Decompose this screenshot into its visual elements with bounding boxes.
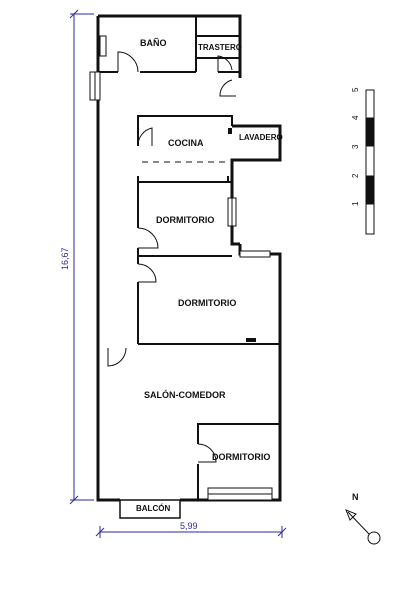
room-label-lavadero: LAVADERO — [239, 133, 283, 142]
scale-tick-3: 3 — [351, 144, 360, 149]
room-label-salon-comedor: SALÓN-COMEDOR — [144, 389, 226, 400]
outer-walls — [96, 14, 282, 502]
room-label-cocina: COCINA — [168, 138, 204, 148]
scale-tick-2: 2 — [351, 173, 360, 178]
fixtures — [228, 128, 256, 342]
windows — [89, 35, 273, 501]
door-swings — [107, 51, 236, 463]
north-arrow-icon — [345, 509, 381, 545]
inner-walls — [98, 16, 280, 500]
room-label-balcon: BALCÓN — [136, 504, 170, 513]
room-label-dormitorio-3: DORMITORIO — [212, 452, 270, 462]
balcony-outline — [119, 499, 181, 519]
dimension-width — [95, 526, 287, 538]
scale-tick-4: 4 — [351, 115, 360, 120]
room-label-dormitorio-2: DORMITORIO — [178, 298, 236, 308]
north-label: N — [352, 492, 359, 502]
dimension-width-label: 5,99 — [180, 521, 198, 531]
dimension-length — [69, 9, 94, 505]
scale-bar — [365, 89, 375, 235]
room-label-dormitorio-1: DORMITORIO — [156, 215, 214, 225]
scale-tick-5: 5 — [351, 87, 360, 92]
dimension-length-label: 16,67 — [60, 247, 70, 270]
room-label-trastero: TRASTERO — [198, 43, 242, 52]
scale-tick-1: 1 — [351, 201, 360, 206]
room-label-bano: BAÑO — [140, 38, 167, 48]
